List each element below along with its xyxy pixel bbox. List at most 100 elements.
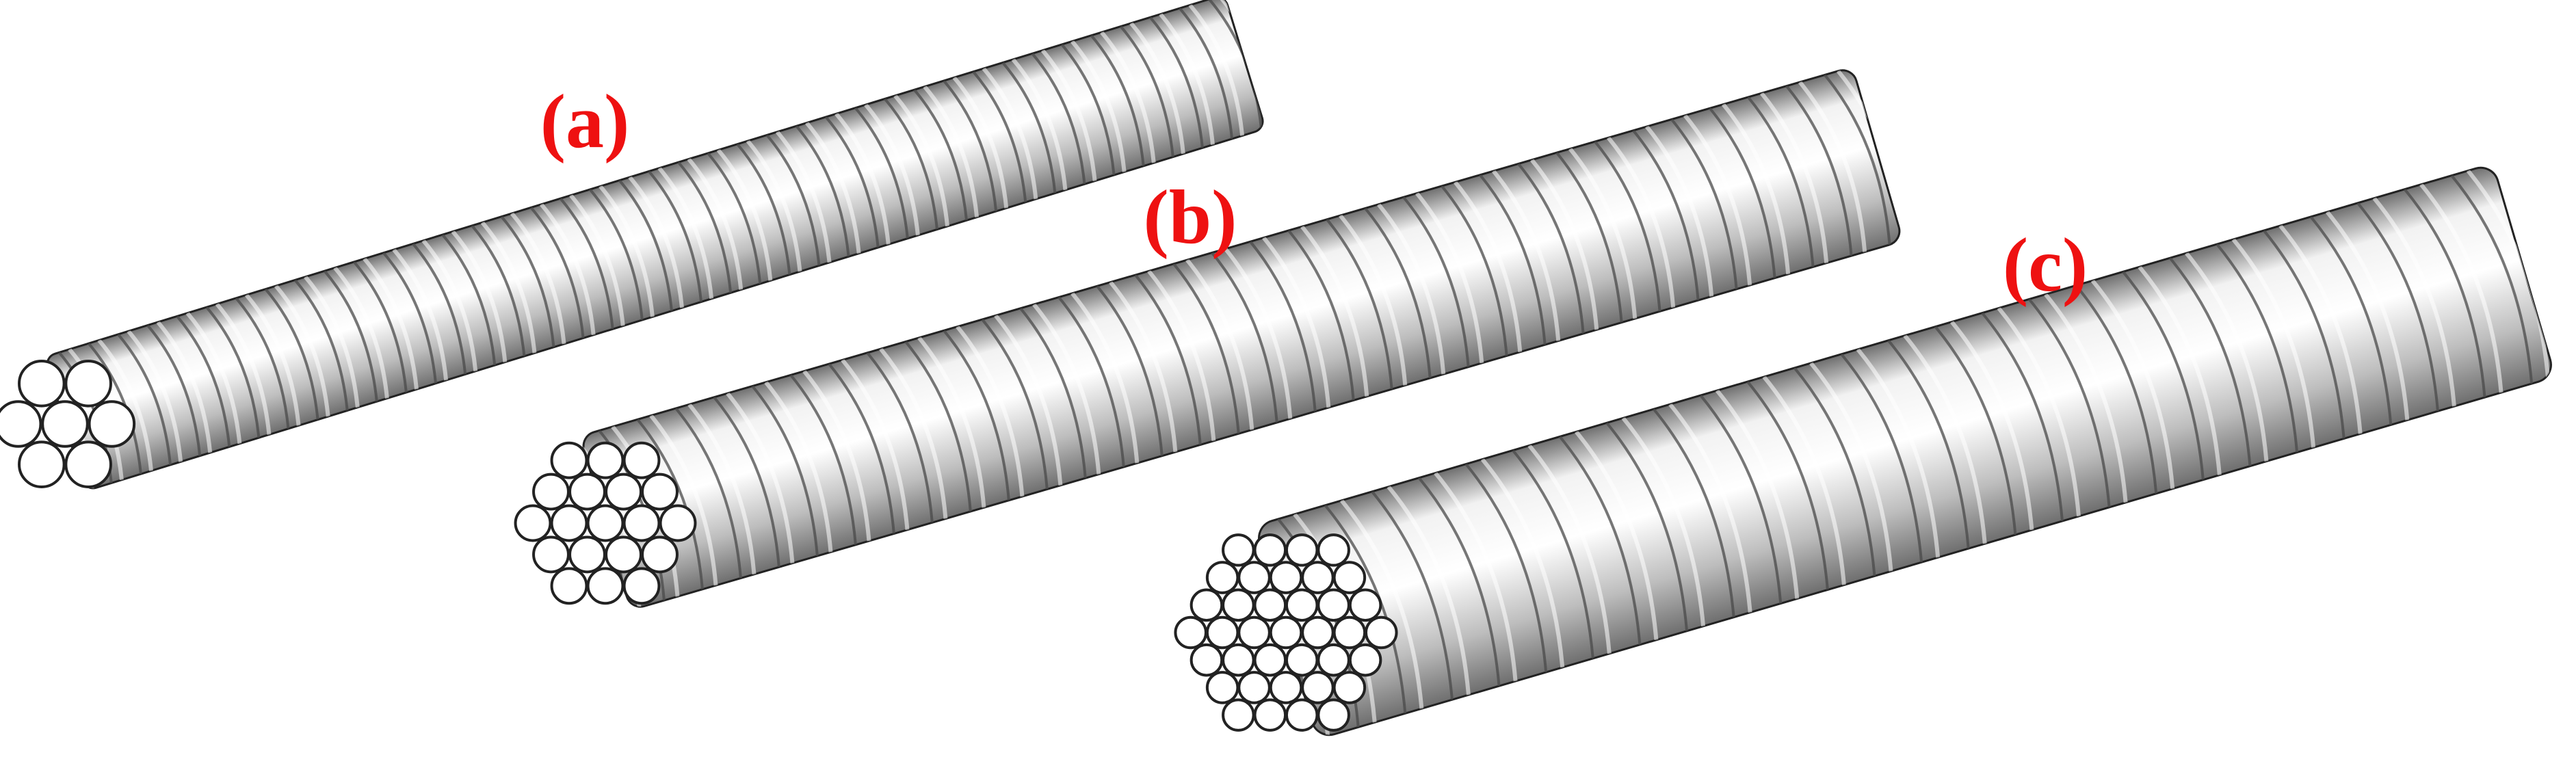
strand-groove [1934, 326, 2017, 535]
strand-highlight [2185, 252, 2269, 462]
strand-highlight [510, 212, 566, 345]
strand-groove [1632, 129, 1700, 301]
wire-end [1237, 671, 1271, 704]
strand-cross-section [0, 360, 136, 488]
strand-groove [884, 98, 938, 230]
wire-end [1269, 671, 1303, 704]
strand-groove [2403, 188, 2486, 398]
strand-groove [264, 288, 319, 420]
wire-end [550, 504, 588, 542]
strand-groove [88, 342, 142, 475]
strand-groove [1249, 241, 1317, 412]
strand-groove [1211, 252, 1278, 423]
strand-highlight [2231, 238, 2316, 448]
strand-highlight [746, 140, 802, 272]
strand-highlight [1159, 12, 1215, 145]
strand-groove [2450, 174, 2534, 384]
strand-highlight [841, 358, 910, 531]
strand-groove [1371, 490, 1454, 700]
strand-highlight [363, 257, 419, 390]
strand-groove [1555, 151, 1623, 323]
strand-groove [713, 396, 780, 568]
wire-end [88, 400, 136, 448]
wire-end [1285, 698, 1319, 732]
strand-groove [1057, 296, 1125, 468]
strand-groove [1119, 25, 1174, 157]
strand-groove [1479, 174, 1547, 345]
strand-highlight [1434, 471, 1518, 682]
strand-groove [1268, 0, 1326, 115]
strand-groove [1512, 449, 1594, 659]
wire-end [605, 535, 642, 574]
strand-highlight [1454, 181, 1523, 352]
wire-end [64, 440, 112, 488]
strand-highlight [451, 230, 508, 362]
strand-c [1174, 163, 2555, 739]
strand-groove [707, 152, 762, 284]
strand-groove [1287, 229, 1355, 401]
strand-highlight [215, 302, 272, 435]
wire-end [1317, 533, 1350, 567]
strand-groove [943, 79, 998, 212]
strand-groove [618, 179, 673, 311]
strand-highlight [274, 284, 330, 417]
wire-end [1301, 615, 1335, 650]
strand-highlight [156, 321, 213, 453]
wire-end [550, 441, 588, 479]
strand-highlight [864, 103, 920, 236]
strand-highlight [1040, 49, 1097, 181]
strand-highlight [1668, 403, 1752, 613]
wire-end [1237, 561, 1271, 594]
strand-groove [1172, 263, 1240, 434]
strand-highlight [1188, 3, 1245, 136]
wire-end [532, 535, 570, 574]
strand-groove [1981, 312, 2064, 522]
strand-groove [1653, 408, 1735, 618]
strand-highlight [1950, 320, 2034, 531]
strand-groove [1594, 140, 1661, 312]
strand-groove [1060, 43, 1116, 176]
strand-highlight [1568, 147, 1638, 319]
strand-groove [1746, 380, 1829, 590]
strand-highlight [569, 194, 625, 326]
strand-highlight [1527, 444, 1612, 654]
strand-groove [1670, 118, 1738, 290]
strand-highlight [1377, 202, 1446, 375]
strand-groove [1464, 463, 1548, 673]
wire-end [1317, 643, 1350, 677]
strand-highlight [127, 330, 183, 462]
strand-groove [1517, 163, 1585, 334]
strand-groove [293, 279, 349, 411]
strand-groove [913, 88, 969, 221]
wire-end [1317, 588, 1350, 622]
wire-end [532, 473, 570, 511]
strand-highlight [2044, 293, 2128, 503]
wire-end [1332, 671, 1367, 704]
strand-groove [636, 419, 704, 589]
strand-groove [529, 207, 585, 338]
strand-groove [1090, 34, 1145, 166]
strand-groove [1402, 196, 1470, 367]
strand-highlight [1415, 191, 1484, 364]
strand-groove [1096, 285, 1164, 456]
strand-highlight [1721, 103, 1791, 275]
strand-highlight [1575, 430, 1659, 641]
strand-highlight [244, 293, 301, 426]
strand-groove [235, 297, 290, 429]
wire-end [514, 504, 552, 542]
wire-end [1205, 561, 1239, 594]
strand-groove [1709, 107, 1776, 278]
strand-groove [588, 188, 644, 321]
strand-groove [1699, 394, 1783, 604]
strand-groove [1298, 0, 1355, 106]
wire-end [586, 567, 625, 605]
strand-groove [382, 252, 438, 384]
strand-highlight [2419, 183, 2503, 393]
strand-groove [1558, 436, 1642, 645]
strand-groove [353, 261, 408, 393]
strand-highlight [1997, 306, 2081, 517]
strand-groove [2309, 215, 2393, 425]
wire-end [568, 535, 606, 574]
wire-end [622, 441, 661, 479]
strand-groove [2122, 271, 2205, 480]
